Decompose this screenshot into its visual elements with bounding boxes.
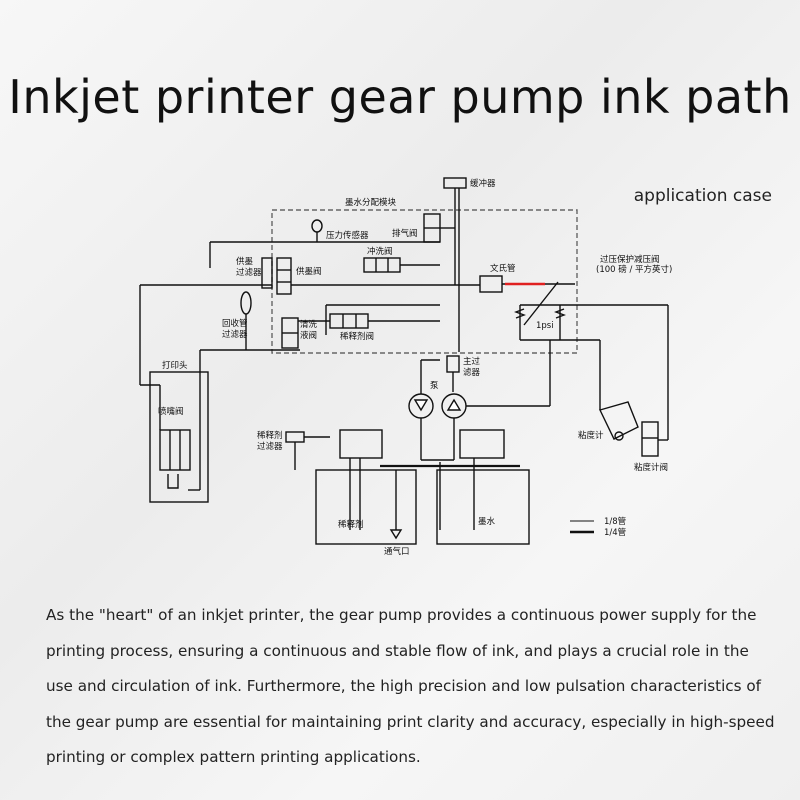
label-ink-supply-valve: 供墨阀	[296, 266, 322, 277]
diluent-filter-shape	[285, 431, 305, 443]
label-overpressure: 过压保护减压阀	[600, 254, 660, 265]
label-pressure-sensor: 压力传感器	[326, 230, 369, 241]
label-vent: 通气口	[384, 546, 410, 557]
venturi-shape	[479, 275, 503, 293]
label-viscometer: 粘度计	[578, 430, 604, 441]
label-diluent: 稀释剂	[338, 519, 364, 530]
label-clean-valve-1: 清洗	[300, 319, 318, 330]
label-diluent-valve: 稀释剂阀	[340, 331, 374, 342]
diluent-tank-top	[339, 429, 383, 459]
page-subtitle: application case	[633, 186, 772, 206]
label-overpressure-sub: (100 磅 / 平方英寸)	[596, 264, 672, 275]
label-flush-valve: 冲洗阀	[367, 246, 393, 257]
label-ink: 墨水	[478, 516, 496, 527]
main-filter-shape	[446, 355, 460, 373]
flush-valve-shape	[363, 257, 401, 273]
label-ink-filter-1: 供墨	[236, 256, 254, 267]
label-vent-valve: 排气阀	[392, 228, 418, 239]
diluent-valve-shape	[329, 313, 369, 329]
label-diluent-filter-2: 过滤器	[257, 441, 283, 452]
label-main-filter-2: 滤器	[463, 367, 481, 378]
nozzle-valve-shape	[159, 429, 191, 471]
ink-filter-shape	[261, 257, 273, 289]
printhead-box	[149, 371, 209, 503]
label-buffer: 缓冲器	[470, 178, 496, 189]
ink-supply-valve-shape	[276, 257, 292, 295]
label-main-filter-1: 主过	[463, 356, 481, 367]
label-diluent-filter-1: 稀释剂	[257, 430, 283, 441]
ink-tank	[436, 469, 530, 545]
label-venturi: 文氏管	[490, 263, 516, 274]
label-nozzle-valve: 喷嘴阀	[158, 406, 184, 417]
description-paragraph: As the "heart" of an inkjet printer, the…	[46, 606, 775, 766]
ink-tank-top	[459, 429, 505, 459]
recovery-filter-shape	[240, 291, 252, 315]
label-ink-module: 墨水分配模块	[345, 197, 397, 208]
label-psi: 1psi	[536, 321, 554, 331]
viscometer-valve-shape	[641, 421, 659, 457]
buffer-box	[443, 177, 467, 189]
pressure-sensor-shape	[311, 219, 323, 233]
diluent-tank	[315, 469, 417, 545]
label-pump: 泵	[430, 381, 439, 391]
label-viscometer-valve: 粘度计阀	[634, 462, 668, 473]
page-title: Inkjet printer gear pump ink path	[8, 70, 792, 124]
label-clean-valve-2: 液阀	[300, 330, 317, 341]
label-recovery-filter-1: 回收管	[222, 318, 248, 329]
viscometer-shape	[599, 401, 639, 440]
label-pipe-small: 1/8管	[604, 516, 626, 527]
label-ink-filter-2: 过滤器	[236, 267, 262, 278]
label-recovery-filter-2: 过滤器	[222, 329, 248, 340]
label-pipe-large: 1/4管	[604, 527, 626, 538]
label-printhead: 打印头	[162, 360, 188, 371]
